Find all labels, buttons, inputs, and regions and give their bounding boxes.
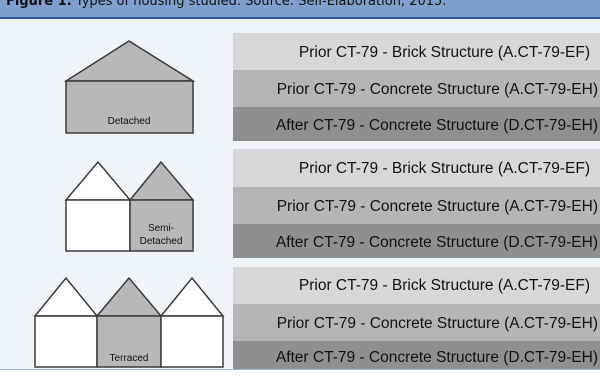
band-concrete-prior: [233, 70, 600, 107]
house-type-label: Detached: [140, 236, 183, 247]
caption-bar: Figure 1. Types of housing studied. Sour…: [0, 0, 600, 19]
terraced-house-icon: [33, 276, 225, 368]
band-label: Prior CT-79 - Concrete Structure (A.CT-7…: [277, 315, 598, 332]
band-concrete-after: [233, 107, 600, 141]
semi-detached-house-icon: [64, 160, 195, 252]
band-label: Prior CT-79 - Brick Structure (A.CT-79-E…: [299, 277, 590, 294]
band-label: After CT-79 - Concrete Structure (D.CT-7…: [276, 349, 598, 366]
band-concrete-after: [233, 224, 600, 258]
band-concrete-prior: [233, 304, 600, 341]
house-type-label: Terraced: [110, 353, 149, 364]
row-detached: Prior CT-79 - Brick Structure (A.CT-79-E…: [63, 33, 600, 141]
figure-caption: Figure 1. Types of housing studied. Sour…: [6, 0, 446, 9]
caption-text: Types of housing studied. Source: Self-E…: [75, 0, 447, 9]
detached-house-icon: [63, 40, 196, 134]
band-label: Prior CT-79 - Brick Structure (A.CT-79-E…: [299, 160, 590, 177]
band-brick: [233, 33, 600, 70]
house-type-label: Detached: [108, 116, 151, 127]
row-semi-detached: Prior CT-79 - Brick Structure (A.CT-79-E…: [64, 149, 600, 258]
band-concrete-prior: [233, 187, 600, 224]
band-brick: [233, 149, 600, 187]
band-label: After CT-79 - Concrete Structure (D.CT-7…: [276, 117, 598, 134]
band-concrete-after: [233, 341, 600, 369]
bottom-rule: [0, 369, 600, 380]
band-brick: [233, 267, 600, 304]
band-label: After CT-79 - Concrete Structure (D.CT-7…: [276, 234, 598, 251]
row-terraced: Prior CT-79 - Brick Structure (A.CT-79-E…: [33, 267, 600, 369]
figure-label: Figure 1.: [6, 0, 72, 9]
band-label: Prior CT-79 - Brick Structure (A.CT-79-E…: [299, 44, 590, 61]
band-label: Prior CT-79 - Concrete Structure (A.CT-7…: [277, 81, 598, 98]
band-label: Prior CT-79 - Concrete Structure (A.CT-7…: [277, 198, 598, 215]
house-type-label: Semi-: [148, 223, 174, 234]
